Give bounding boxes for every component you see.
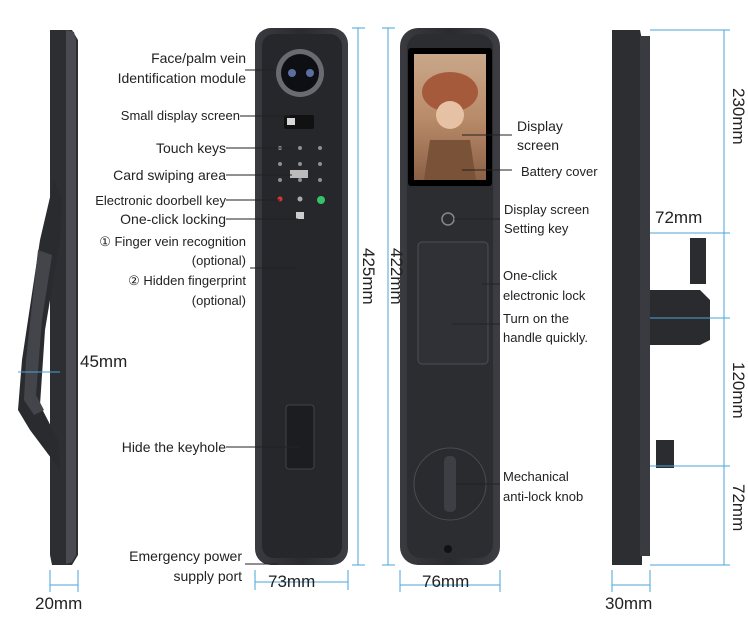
label-doorbell: Electronic doorbell key (95, 193, 226, 208)
label-one-click-lock-1: One-click (503, 268, 558, 283)
dim-right-mid: 120mm (729, 362, 748, 419)
label-face-palm-1: Face/palm vein (151, 50, 246, 66)
dim-handle-len: 72mm (655, 208, 703, 227)
dim-handle-gap: 45mm (80, 352, 128, 371)
right-profile (612, 30, 710, 565)
label-turn-handle-2: handle quickly. (503, 330, 589, 345)
label-finger-vein-1: ① Finger vein recognition (99, 234, 246, 249)
dim-back-height: 422mm (387, 248, 406, 305)
label-hidden-fp-1: ② Hidden fingerprint (128, 273, 246, 288)
label-face-palm-2: Identification module (117, 70, 246, 86)
label-battery-cover: Battery cover (521, 164, 598, 179)
front-panel (255, 28, 348, 565)
dim-front-width: 73mm (268, 572, 316, 591)
label-emergency-2: supply port (173, 568, 242, 584)
label-finger-vein-2: (optional) (191, 253, 246, 268)
side-profile (18, 30, 78, 565)
label-emergency-1: Emergency power (129, 548, 242, 564)
label-turn-handle-1: Turn on the (503, 311, 570, 326)
dim-right-depth: 30mm (605, 594, 653, 613)
label-touch-keys: Touch keys (155, 140, 226, 156)
dim-right-bottom: 72mm (729, 484, 748, 532)
dimension-lines (18, 27, 730, 592)
label-one-click-locking: One-click locking (120, 211, 226, 227)
label-setting-key-1: Display screen (504, 202, 590, 217)
back-panel (400, 28, 500, 565)
dim-right-top: 230mm (729, 88, 748, 145)
label-hide-keyhole: Hide the keyhole (121, 439, 226, 455)
dim-back-width: 76mm (422, 572, 470, 591)
label-display-1: Display (517, 118, 563, 134)
label-mech-knob-2: anti-lock knob (503, 489, 584, 504)
dim-side-depth: 20mm (35, 594, 83, 613)
label-one-click-lock-2: electronic lock (503, 288, 586, 303)
label-setting-key-2: Setting key (504, 221, 569, 236)
label-card-swiping: Card swiping area (113, 167, 226, 183)
label-display-2: screen (517, 137, 560, 153)
label-mech-knob-1: Mechanical (503, 469, 569, 484)
label-hidden-fp-2: (optional) (191, 293, 246, 308)
leader-lines (226, 69, 512, 565)
label-small-display: Small display screen (120, 108, 240, 123)
dim-front-height: 425mm (359, 248, 378, 305)
